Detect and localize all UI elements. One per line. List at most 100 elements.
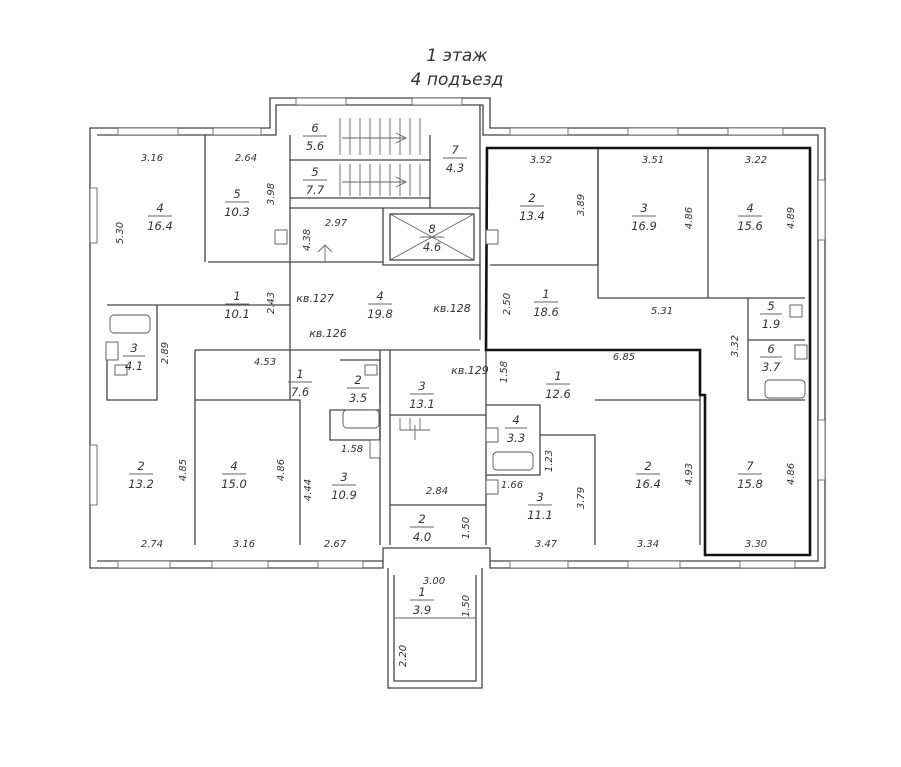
dimension: 4.86: [276, 459, 287, 481]
room-number: 5: [311, 165, 318, 179]
room-label: 43.3: [505, 413, 527, 445]
dimension: 4.53: [254, 357, 276, 368]
dimension: 2.67: [324, 539, 347, 550]
room-number: 2: [418, 512, 425, 526]
room-label: 213.4: [519, 191, 545, 223]
interior-walls: [106, 105, 805, 545]
room-label: 110.1: [224, 289, 250, 321]
highlighted-apartment-outline: [484, 146, 812, 557]
dimension: 4.89: [786, 207, 797, 229]
room-label: 24.0: [410, 512, 434, 544]
room-number: 4: [156, 201, 163, 215]
room-number: 7: [746, 459, 754, 473]
room-label: 715.8: [737, 459, 763, 491]
room-number: 6: [311, 121, 318, 135]
room-number: 3: [130, 341, 137, 355]
dimension: 4.86: [684, 207, 695, 229]
room-area: 5.6: [306, 139, 324, 153]
room-number: 5: [233, 187, 240, 201]
room-number: 4: [746, 201, 753, 215]
dimension: 2.84: [426, 486, 448, 497]
apartment-label: кв.128: [433, 302, 471, 315]
dimension-labels: 3.16 2.64 3.52 3.51 3.22 5.30 3.98 3.89 …: [115, 153, 797, 667]
room-area: 1.9: [762, 317, 780, 331]
room-label: 74.3: [443, 143, 467, 175]
dimension: 1.58: [341, 444, 363, 455]
dimension: 4.93: [684, 463, 695, 485]
room-number: 7: [451, 143, 459, 157]
room-number: 4: [512, 413, 519, 427]
room-area: 15.8: [737, 477, 763, 491]
dimension: 1.23: [544, 450, 555, 472]
room-label: 112.6: [545, 369, 571, 401]
dimension: 3.22: [745, 155, 767, 166]
room-number: 2: [137, 459, 144, 473]
room-number: 1: [233, 289, 240, 303]
dimension: 4.86: [786, 463, 797, 485]
room-label: 316.9: [631, 201, 657, 233]
dimension: 2.43: [266, 292, 277, 314]
room-label: 17.6: [288, 367, 312, 399]
room-area: 12.6: [545, 387, 571, 401]
room-area: 16.4: [635, 477, 661, 491]
dimension: 4.85: [178, 459, 189, 481]
room-label: 310.9: [331, 470, 357, 502]
dimension: 2.20: [398, 645, 409, 667]
room-area: 4.6: [423, 240, 441, 254]
dimension: 5.31: [651, 306, 673, 317]
room-number: 3: [340, 470, 347, 484]
room-number: 3: [418, 379, 425, 393]
room-label: 13.9: [410, 585, 434, 617]
stairs: [317, 118, 430, 440]
room-label: 57.7: [303, 165, 327, 197]
apartment-labels: кв.127 кв.128 кв.126 кв.129: [296, 292, 489, 377]
dimension: 2.74: [141, 539, 163, 550]
room-number: 8: [428, 222, 435, 236]
dimension: 1.66: [501, 480, 523, 491]
room-label: 416.4: [147, 201, 173, 233]
room-area: 7.7: [306, 183, 325, 197]
room-number: 3: [536, 490, 543, 504]
room-label: 65.6: [303, 121, 327, 153]
room-area: 15.6: [737, 219, 763, 233]
apartment-label: кв.126: [309, 327, 347, 340]
room-area: 7.6: [291, 385, 309, 399]
room-number: 2: [528, 191, 535, 205]
entrance-title: 4 подъезд: [410, 70, 504, 90]
windows: [89, 97, 826, 569]
room-number: 4: [376, 289, 383, 303]
room-label: 415.0: [221, 459, 247, 491]
dimension: 1.58: [499, 361, 510, 383]
dimension: 2.97: [325, 218, 348, 229]
room-area: 4.3: [446, 161, 464, 175]
room-area: 3.3: [507, 431, 525, 445]
dimension: 5.30: [115, 222, 126, 244]
dimension: 3.32: [730, 335, 741, 357]
sanitary-fixtures: [105, 229, 808, 495]
room-area: 10.3: [224, 205, 250, 219]
dimension: 3.00: [423, 576, 445, 587]
room-number: 1: [418, 585, 425, 599]
room-area: 3.7: [762, 360, 781, 374]
room-number: 6: [767, 342, 774, 356]
room-label: 84.6: [420, 222, 444, 254]
dimension: 2.64: [235, 153, 257, 164]
room-label: 216.4: [635, 459, 661, 491]
room-area: 3.5: [349, 391, 367, 405]
room-label: 415.6: [737, 201, 763, 233]
room-area: 13.2: [128, 477, 154, 491]
room-number: 3: [640, 201, 647, 215]
dimension: 3.51: [642, 155, 664, 166]
room-number: 4: [230, 459, 237, 473]
floor-title: 1 этаж: [426, 46, 488, 66]
room-label: 118.6: [533, 287, 559, 319]
room-area: 10.9: [331, 488, 357, 502]
room-number: 5: [767, 299, 774, 313]
dimension: 2.89: [160, 342, 171, 364]
dimension: 3.52: [530, 155, 552, 166]
room-area: 16.4: [147, 219, 173, 233]
dimension: 1.50: [461, 595, 472, 617]
apartment-label: кв.127: [296, 292, 334, 305]
dimension: 3.79: [576, 487, 587, 509]
